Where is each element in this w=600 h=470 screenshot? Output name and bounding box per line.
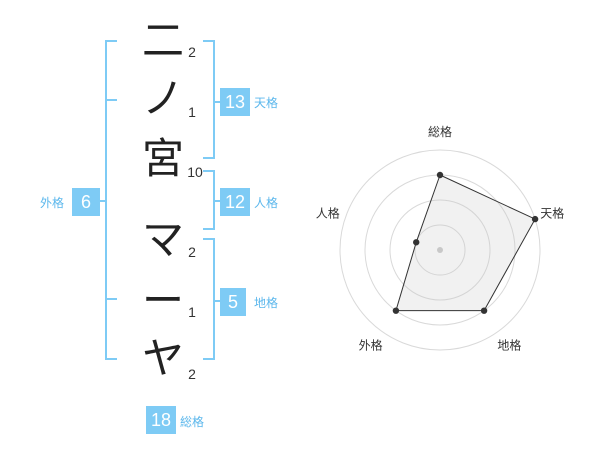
radar-axis-label-5: 人格 bbox=[316, 206, 340, 221]
stroke-count-3: 10 bbox=[187, 164, 203, 180]
name-char-4: マ bbox=[141, 215, 184, 264]
radar-point-3 bbox=[480, 307, 488, 314]
radar-point-2 bbox=[531, 215, 539, 223]
stroke-count-6: 2 bbox=[188, 366, 196, 382]
radar-point-4 bbox=[392, 307, 400, 314]
name-char-3: 宮 bbox=[141, 134, 184, 183]
radar-axis-label-2: 天格 bbox=[540, 206, 564, 221]
radar-grid-ring bbox=[389, 199, 491, 301]
name-char-5: ー bbox=[141, 276, 184, 325]
gaikaku-value: 6 bbox=[72, 188, 100, 216]
stroke-count-1: 2 bbox=[188, 44, 196, 60]
radar-point-1 bbox=[436, 171, 444, 179]
chikaku-value: 5 bbox=[220, 288, 246, 316]
chikaku-label: 地格 bbox=[254, 296, 279, 310]
radar-grid-ring bbox=[414, 224, 466, 276]
tenkaku-value: 13 bbox=[220, 88, 250, 116]
gaikaku-label: 外格 bbox=[40, 196, 65, 210]
tenkaku-label: 天格 bbox=[254, 96, 279, 110]
name-char-1: 二 bbox=[141, 16, 184, 65]
radar-center bbox=[437, 247, 443, 253]
jinkaku-label: 人格 bbox=[254, 196, 279, 210]
jinkaku-value: 12 bbox=[220, 188, 250, 216]
stroke-count-4: 2 bbox=[188, 244, 196, 260]
radar-axis-label-4: 外格 bbox=[359, 337, 383, 352]
radar-point-5 bbox=[413, 239, 420, 246]
radar-grid-ring bbox=[339, 149, 541, 351]
radar-axis-label-1: 総格 bbox=[428, 124, 452, 139]
radar-axis-label-3: 地格 bbox=[497, 337, 521, 352]
stroke-count-5: 1 bbox=[188, 304, 196, 320]
name-char-6: ヤ bbox=[141, 334, 184, 383]
name-char-2: ノ bbox=[141, 74, 184, 123]
soukaku-label: 総格 bbox=[180, 415, 205, 429]
stroke-count-2: 1 bbox=[188, 104, 196, 120]
radar-shape bbox=[395, 174, 536, 312]
soukaku-value: 18 bbox=[146, 406, 176, 434]
